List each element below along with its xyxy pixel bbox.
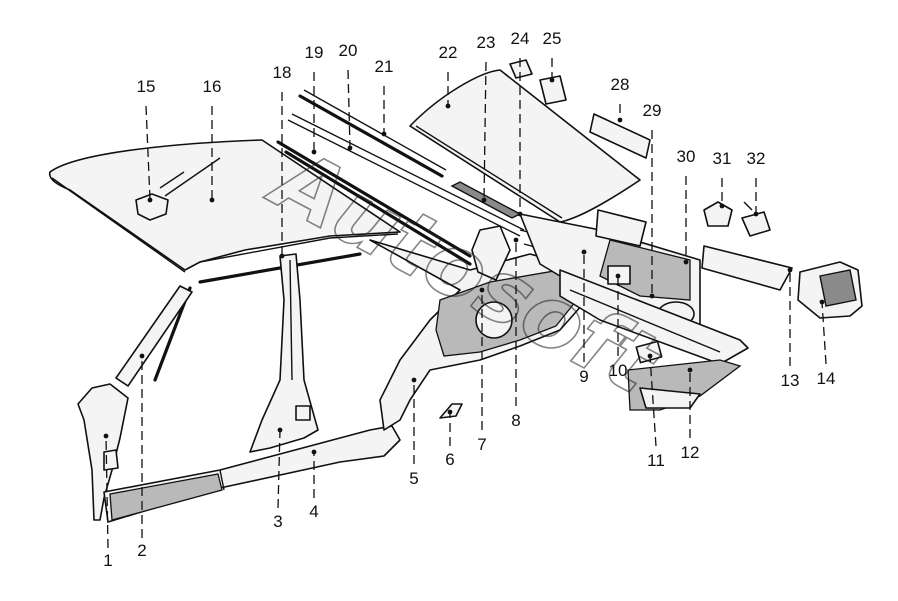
callout-label-1: 1	[103, 551, 112, 570]
callout-label-16: 16	[203, 77, 222, 96]
callout-point-7	[479, 287, 485, 293]
callout-label-4: 4	[309, 502, 318, 521]
callout-label-7: 7	[477, 435, 486, 454]
callout-leader-23	[483, 61, 487, 201]
trunk-lock	[703, 201, 771, 237]
callout-point-21	[381, 131, 387, 137]
callout-point-11	[647, 353, 653, 359]
callout-point-5	[411, 377, 417, 383]
callout-label-13: 13	[781, 371, 800, 390]
callout-label-9: 9	[579, 367, 588, 386]
callout-label-18: 18	[273, 63, 292, 82]
callout-label-20: 20	[339, 41, 358, 60]
callout-point-10	[615, 273, 621, 279]
upper-rail-trim	[115, 285, 193, 387]
callout-label-11: 11	[647, 451, 665, 470]
callout-label-25: 25	[543, 29, 562, 48]
front-pillar	[77, 383, 129, 521]
callout-point-15	[147, 197, 153, 203]
callout-point-29	[649, 293, 655, 299]
roof-handle	[135, 157, 221, 221]
callout-point-9	[581, 249, 587, 255]
callout-label-15: 15	[137, 77, 156, 96]
center-pillar	[249, 253, 319, 453]
callout-point-24	[517, 211, 523, 217]
callout-point-13	[787, 267, 793, 273]
callout-label-28: 28	[611, 75, 630, 94]
callout-point-19	[311, 149, 317, 155]
roof-rail-strips	[153, 89, 525, 382]
rear-quarter-panel	[369, 239, 591, 431]
rear-window-glass	[409, 69, 641, 223]
callout-leader-20	[347, 69, 351, 149]
callout-point-25	[549, 77, 555, 83]
callout-label-14: 14	[817, 369, 836, 388]
callout-leader-14	[821, 301, 827, 365]
callout-label-19: 19	[305, 43, 324, 62]
tail-light-unit	[701, 245, 863, 319]
callout-point-23	[481, 197, 487, 203]
callout-point-22	[445, 103, 451, 109]
callout-label-10: 10	[609, 361, 628, 380]
callout-label-31: 31	[713, 149, 732, 168]
rear-end-panel	[559, 269, 749, 411]
callout-label-6: 6	[445, 450, 454, 469]
callout-point-14	[819, 299, 825, 305]
callout-label-12: 12	[681, 443, 700, 462]
callout-point-8	[513, 237, 519, 243]
fuel-door	[635, 340, 663, 364]
roof-panel	[48, 139, 401, 273]
callout-label-23: 23	[477, 33, 496, 52]
callout-point-6	[447, 409, 453, 415]
rocker-panel	[103, 425, 401, 523]
callout-point-1	[103, 433, 109, 439]
callout-label-21: 21	[375, 57, 394, 76]
callout-label-3: 3	[273, 512, 282, 531]
window-clips	[509, 59, 651, 159]
callout-point-20	[347, 145, 353, 151]
callout-leader-1	[105, 435, 109, 549]
callout-label-8: 8	[511, 411, 520, 430]
callout-label-24: 24	[511, 29, 530, 48]
callout-leader-15	[145, 105, 151, 201]
callout-point-28	[617, 117, 623, 123]
callout-label-22: 22	[439, 43, 458, 62]
callout-label-30: 30	[677, 147, 696, 166]
callout-point-32	[753, 211, 759, 217]
callout-point-31	[719, 203, 725, 209]
callout-point-30	[683, 259, 689, 265]
callout-label-5: 5	[409, 469, 418, 488]
callout-leader-11	[649, 355, 657, 447]
callout-point-18	[279, 253, 285, 259]
callout-point-16	[209, 197, 215, 203]
callout-label-32: 32	[747, 149, 766, 168]
callout-label-29: 29	[643, 101, 662, 120]
callout-point-4	[311, 449, 317, 455]
callout-point-2	[139, 353, 145, 359]
callout-point-12	[687, 367, 693, 373]
callout-label-2: 2	[137, 541, 146, 560]
callout-point-3	[277, 427, 283, 433]
